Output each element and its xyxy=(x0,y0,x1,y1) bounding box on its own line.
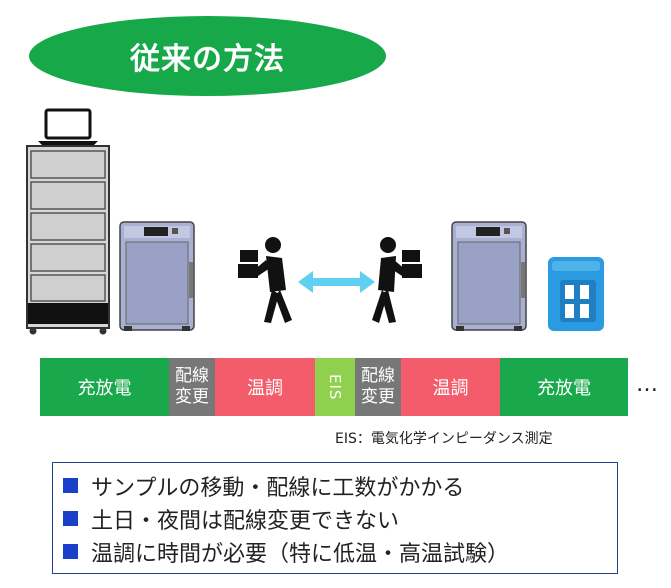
square-bullet-icon xyxy=(63,511,78,526)
square-bullet-icon xyxy=(63,478,78,493)
person-carrying-box-icon xyxy=(238,237,292,323)
timeline-step-charge-discharge: 充放電 xyxy=(40,358,169,416)
timeline-continuation: … xyxy=(636,372,659,397)
list-item: サンプルの移動・配線に工数がかかる xyxy=(63,469,617,502)
thermal-chamber-icon xyxy=(451,221,527,331)
timeline-step-temperature-control: 温調 xyxy=(215,358,315,416)
illustration xyxy=(26,108,604,335)
square-bullet-icon xyxy=(63,544,78,559)
timeline-step-eis: EIS xyxy=(315,358,355,416)
person-carrying-box-icon xyxy=(372,237,422,323)
issues-box: サンプルの移動・配線に工数がかかる 土日・夜間は配線変更できない 温調に時間が必… xyxy=(52,462,618,574)
list-item: 温調に時間が必要（特に低温・高温試験） xyxy=(63,535,617,568)
title-ellipse: 従来の方法 xyxy=(29,16,386,96)
battery-cell-icon xyxy=(548,257,604,331)
timeline-step-charge-discharge: 充放電 xyxy=(500,358,628,416)
thermal-chamber-icon xyxy=(119,221,195,331)
double-arrow-icon xyxy=(298,271,375,293)
timeline-step-rewiring: 配線 変更 xyxy=(169,358,215,416)
diagram-title: 従来の方法 xyxy=(130,42,285,77)
laptop-icon xyxy=(38,108,98,147)
eis-footnote: EIS：電気化学インピーダンス測定 xyxy=(335,431,553,447)
battery-tester-rack-icon xyxy=(26,145,110,335)
list-item: 土日・夜間は配線変更できない xyxy=(63,502,617,535)
process-timeline: 充放電 配線 変更 温調 EIS 配線 変更 温調 充放電 xyxy=(40,358,628,416)
timeline-step-temperature-control: 温調 xyxy=(401,358,500,416)
timeline-step-rewiring: 配線 変更 xyxy=(355,358,401,416)
